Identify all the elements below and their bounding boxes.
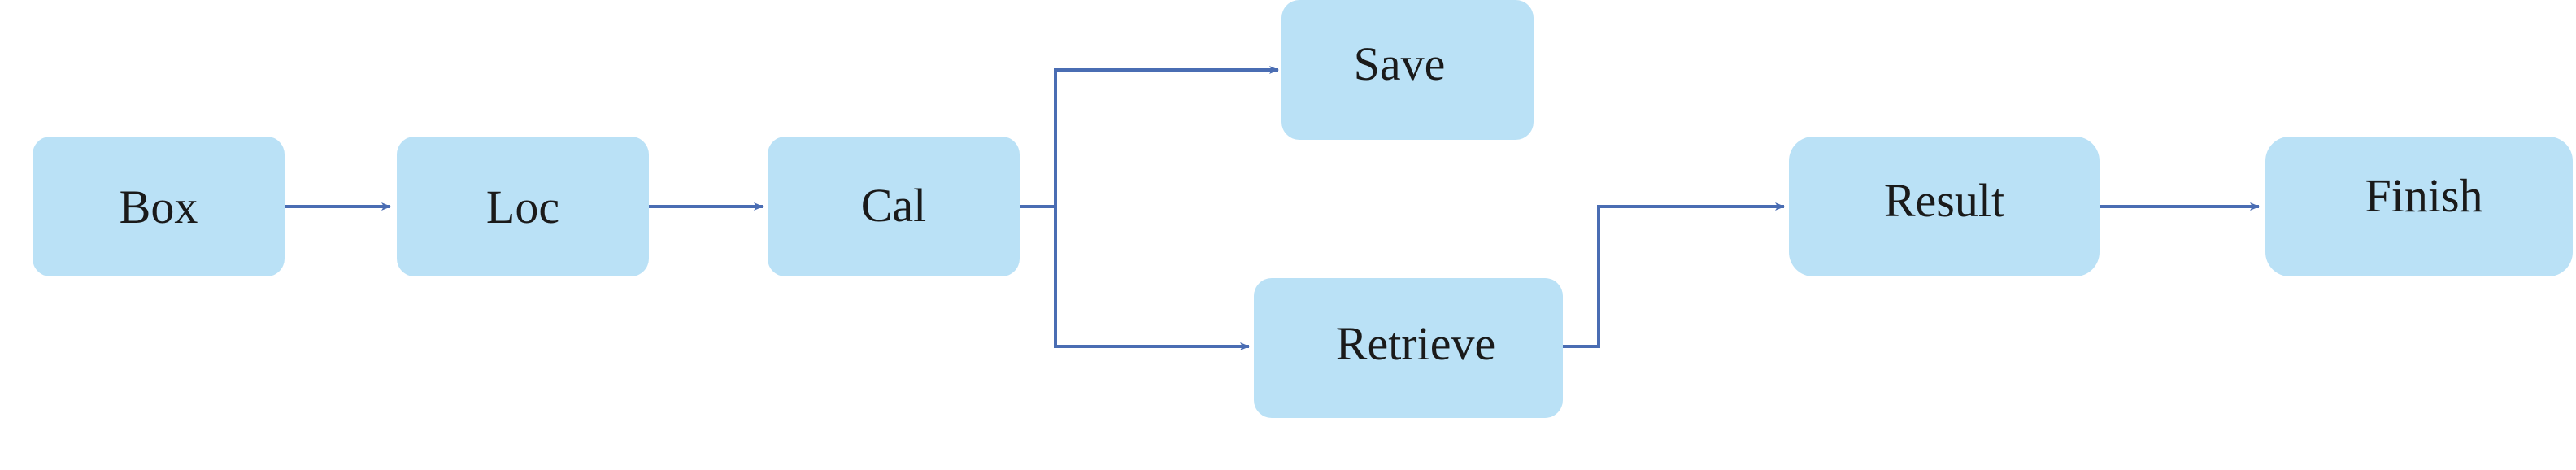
nodes: Box Loc Cal Save Retrieve Result Finish	[33, 0, 2573, 418]
edge-cal-to-retrieve	[1054, 207, 1250, 350]
edges	[285, 66, 2260, 350]
node-cal: Cal	[768, 137, 1020, 276]
node-save-shape	[1281, 0, 1534, 140]
edge-retrieve-to-result	[1563, 202, 1785, 348]
node-loc: Loc	[397, 137, 649, 276]
node-result-label: Result	[1884, 174, 2004, 227]
node-loc-label: Loc	[486, 181, 559, 233]
node-cal-label: Cal	[861, 179, 927, 232]
node-retrieve: Retrieve	[1254, 278, 1563, 418]
node-box-label: Box	[120, 181, 198, 233]
node-box-shape	[33, 137, 285, 276]
node-result-shape	[1789, 137, 2100, 276]
node-loc-shape	[397, 137, 649, 276]
node-box: Box	[33, 137, 285, 276]
node-retrieve-shape	[1254, 278, 1563, 418]
node-cal-shape	[768, 137, 1020, 276]
node-retrieve-label: Retrieve	[1336, 317, 1495, 370]
edge-cal-to-save	[1020, 66, 1279, 208]
node-finish-label: Finish	[2365, 169, 2482, 222]
node-finish: Finish	[2265, 137, 2573, 276]
node-save-label: Save	[1354, 37, 1446, 90]
node-finish-shape	[2265, 137, 2573, 276]
node-result: Result	[1789, 137, 2100, 276]
node-save: Save	[1281, 0, 1534, 140]
